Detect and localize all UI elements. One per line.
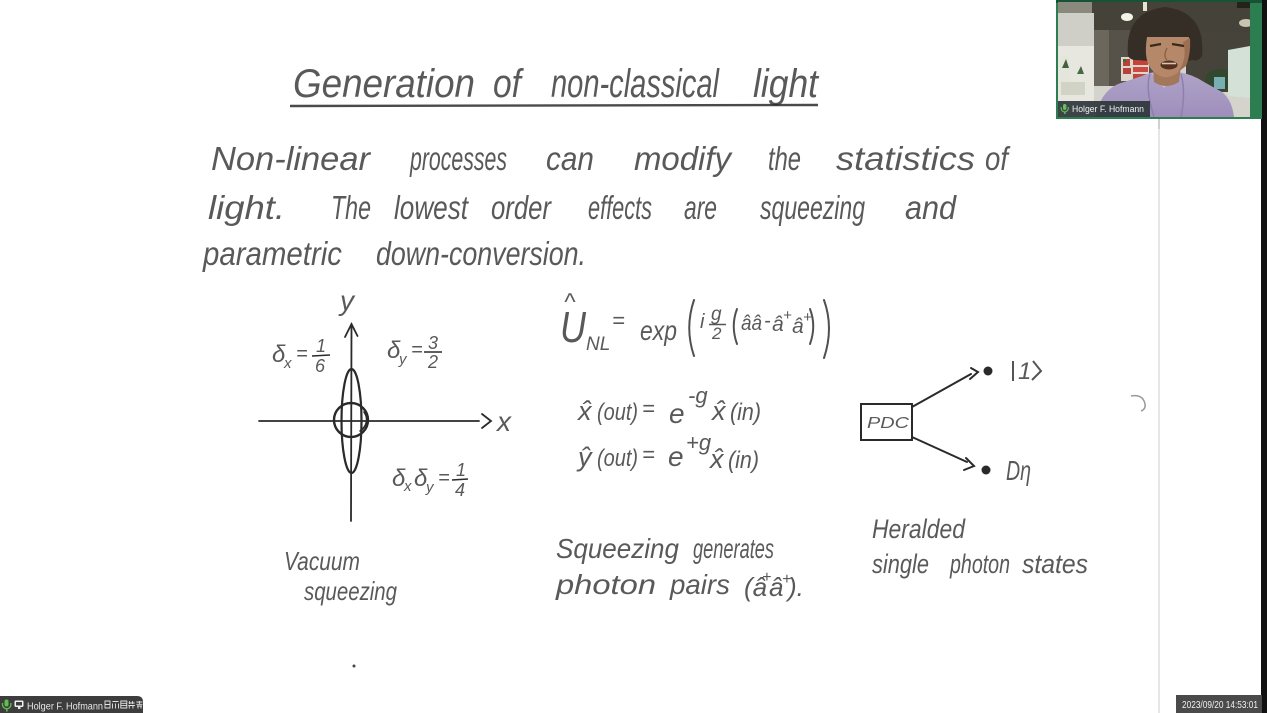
svg-text:2023/09/20 14:53:01: 2023/09/20 14:53:01 xyxy=(1182,699,1258,711)
svg-text:non-classical: non-classical xyxy=(551,62,720,106)
svg-text:Non-linear: Non-linear xyxy=(211,140,372,177)
svg-text:(out): (out) xyxy=(597,445,638,472)
svg-text:Dη: Dη xyxy=(1006,455,1031,486)
svg-text:+g: +g xyxy=(686,430,712,455)
svg-text:-g: -g xyxy=(688,383,708,408)
svg-text:generates: generates xyxy=(693,533,774,564)
svg-text:pairs: pairs xyxy=(669,569,730,600)
svg-text:δ: δ xyxy=(272,341,286,368)
svg-text:=: = xyxy=(438,467,450,489)
svg-text:4: 4 xyxy=(455,480,465,500)
svg-text:=: = xyxy=(411,339,423,361)
svg-text:exp: exp xyxy=(640,315,677,346)
svg-text:6: 6 xyxy=(315,356,326,376)
svg-text:modify: modify xyxy=(634,140,733,177)
svg-text:g: g xyxy=(711,304,722,325)
svg-text:δ: δ xyxy=(414,465,428,492)
svg-text:(in): (in) xyxy=(728,447,759,474)
svg-text:Holger F. Hofmann: Holger F. Hofmann xyxy=(1072,104,1144,114)
svg-text:y: y xyxy=(398,351,408,368)
svg-text:1: 1 xyxy=(316,336,326,356)
svg-text:Squeezing: Squeezing xyxy=(556,533,679,564)
svg-text:i: i xyxy=(700,311,705,333)
svg-text:NL: NL xyxy=(586,334,610,355)
svg-text:3: 3 xyxy=(428,333,438,353)
svg-text:U: U xyxy=(560,303,586,352)
svg-text:e: e xyxy=(668,441,684,472)
svg-text:y: y xyxy=(338,285,356,316)
svg-text:+: + xyxy=(803,309,812,326)
svg-text:photon: photon xyxy=(555,569,656,600)
svg-text:states: states xyxy=(1022,549,1088,579)
svg-text:=: = xyxy=(296,343,308,365)
svg-text:^: ^ xyxy=(564,289,576,316)
svg-text:x: x xyxy=(495,406,512,437)
svg-text:processes: processes xyxy=(409,140,507,177)
svg-text:and: and xyxy=(905,189,958,226)
svg-text:δ: δ xyxy=(387,337,401,364)
svg-text:ŷ: ŷ xyxy=(576,442,593,472)
svg-text:order: order xyxy=(491,189,553,226)
svg-text:+: + xyxy=(762,569,771,586)
svg-text:+: + xyxy=(783,307,792,324)
svg-text:The: The xyxy=(331,189,371,226)
svg-text:the: the xyxy=(768,140,801,177)
svg-text:=: = xyxy=(612,308,625,333)
svg-text:x̂: x̂ xyxy=(708,444,725,474)
svg-text:lowest: lowest xyxy=(394,189,469,226)
svg-text:effects: effects xyxy=(588,189,652,226)
svg-text:x: x xyxy=(403,478,412,495)
svg-text:-: - xyxy=(764,310,771,332)
svg-text:photon: photon xyxy=(949,549,1010,579)
svg-text:(out): (out) xyxy=(597,399,638,426)
svg-text:of: of xyxy=(493,62,524,106)
svg-text:squeezing: squeezing xyxy=(760,189,865,226)
svg-text:Holger F. Hofmann: Holger F. Hofmann xyxy=(27,702,103,713)
svg-text:1: 1 xyxy=(1018,358,1031,385)
svg-text:e: e xyxy=(669,398,685,429)
svg-text:Generation: Generation xyxy=(293,62,475,106)
svg-text:single: single xyxy=(872,549,929,579)
svg-text:(in): (in) xyxy=(730,399,761,426)
svg-text:are: are xyxy=(684,189,717,226)
svg-text:+: + xyxy=(782,571,791,588)
svg-text:â: â xyxy=(792,315,804,338)
svg-text:=: = xyxy=(642,442,655,467)
svg-text:Vacuum: Vacuum xyxy=(284,546,360,576)
svg-text:).: ). xyxy=(785,572,804,602)
svg-text:2: 2 xyxy=(427,352,438,372)
svg-text:parametric: parametric xyxy=(202,235,342,272)
svg-text:x̂: x̂ xyxy=(576,396,593,426)
svg-text:1: 1 xyxy=(456,460,466,480)
svg-text:light.: light. xyxy=(208,189,285,226)
svg-text:squeezing: squeezing xyxy=(304,576,397,606)
svg-text:x: x xyxy=(283,355,292,372)
svg-text:δ: δ xyxy=(392,465,406,492)
svg-text:can: can xyxy=(546,140,594,177)
svg-text:2: 2 xyxy=(711,324,722,343)
svg-text:=: = xyxy=(642,396,655,421)
svg-text:â: â xyxy=(769,572,783,602)
svg-text:(â: (â xyxy=(744,572,767,602)
svg-text:y: y xyxy=(425,479,435,496)
svg-text:ââ: ââ xyxy=(741,312,762,335)
svg-text:down-conversion.: down-conversion. xyxy=(376,235,586,272)
svg-text:light: light xyxy=(753,62,820,106)
svg-text:x̂: x̂ xyxy=(710,396,727,426)
svg-text:PDC: PDC xyxy=(867,415,910,432)
svg-text:â: â xyxy=(772,313,784,336)
svg-text:Heralded: Heralded xyxy=(872,514,966,544)
svg-text:statistics: statistics xyxy=(836,140,975,177)
svg-text:of: of xyxy=(985,140,1011,177)
